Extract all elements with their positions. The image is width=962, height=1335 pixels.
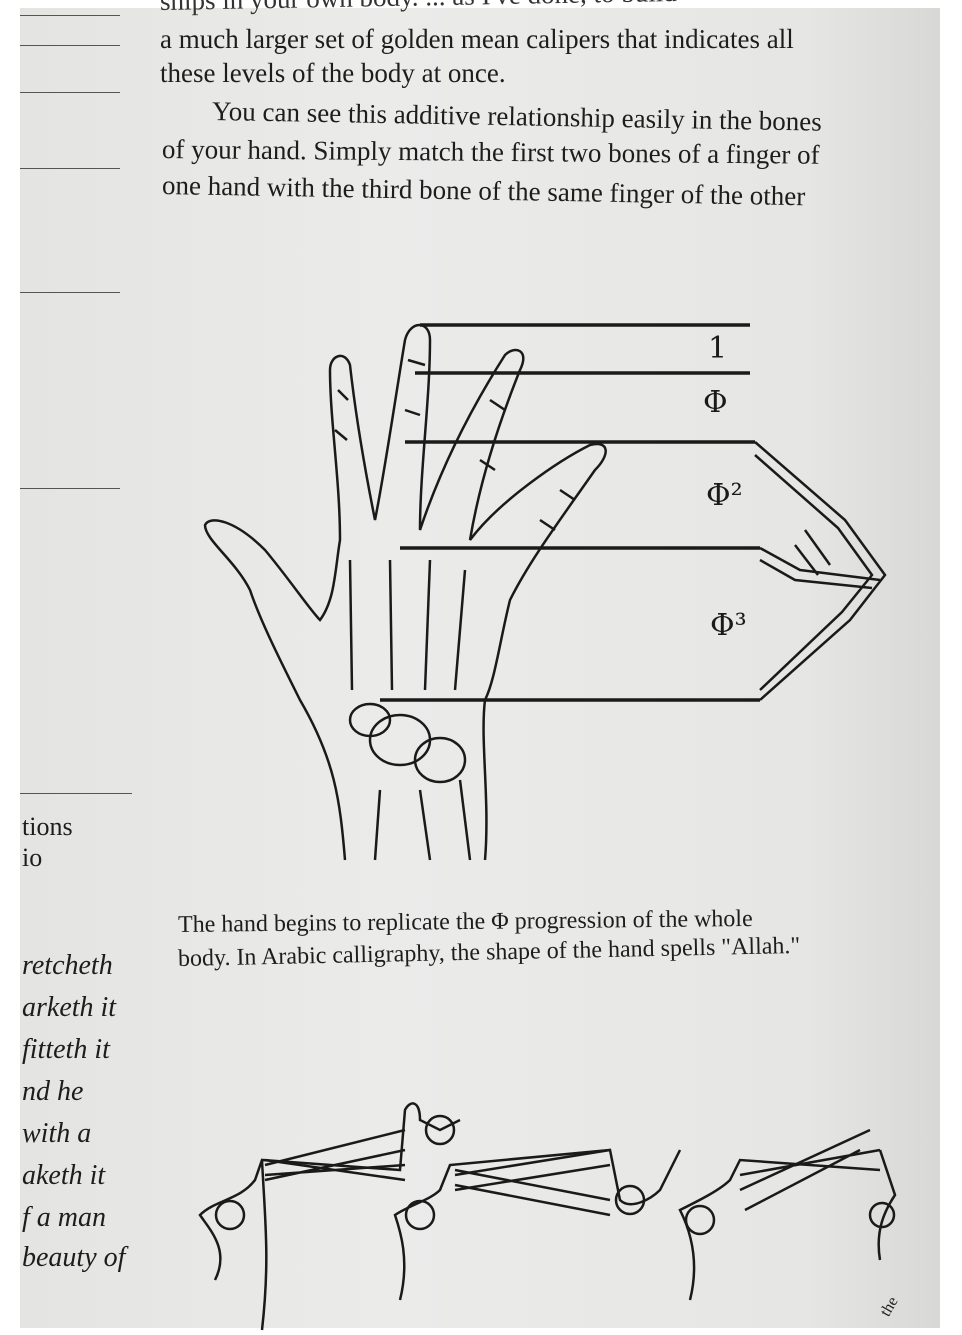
margin-rule — [20, 292, 120, 293]
margin-verse: f a man — [22, 1202, 106, 1233]
margin-rule — [20, 15, 120, 16]
margin-text: io — [22, 843, 43, 872]
margin-rule — [20, 45, 120, 46]
book-page — [20, 8, 940, 1328]
margin-rule — [20, 488, 120, 489]
margin-rule — [20, 793, 132, 794]
margin-verse: retcheth — [22, 950, 113, 981]
margin-verse: arketh it — [22, 992, 117, 1023]
label-phi: Φ — [703, 385, 728, 420]
margin-verse: nd he — [22, 1076, 84, 1107]
golden-calipers — [754, 441, 887, 701]
measure-lines — [380, 323, 760, 702]
margin-rule — [20, 92, 120, 93]
margin-rule — [20, 168, 120, 169]
label-phi-squared: Φ² — [706, 478, 743, 513]
margin-verse: fitteth it — [22, 1034, 110, 1065]
margin-text: tions — [22, 812, 73, 841]
label-phi-cubed: Φ³ — [710, 608, 747, 643]
calligraphy-hands-drawing — [198, 1102, 897, 1331]
body-line: a much larger set of golden mean caliper… — [160, 24, 794, 54]
body-line: these levels of the body at once. — [160, 58, 506, 88]
margin-verse: with a — [22, 1118, 92, 1149]
margin-verse: beauty of — [22, 1242, 126, 1273]
margin-verse: aketh it — [22, 1160, 106, 1191]
label-1: 1 — [708, 331, 727, 366]
hand-skeleton-drawing — [203, 323, 607, 861]
